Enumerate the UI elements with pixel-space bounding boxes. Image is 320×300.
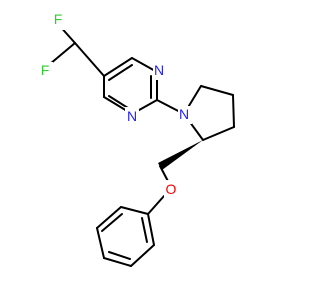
atom-f2: F [37, 62, 53, 80]
bond-ch2-ch2b [232, 94, 235, 128]
atom-f1: F [51, 11, 65, 30]
bond-c5-c6-double [108, 64, 133, 81]
atom-f2-label: F [41, 62, 50, 78]
bond-n3-c4-double [108, 95, 129, 109]
wedge-bond-chiral-ch2 [158, 140, 203, 170]
atom-n-pyrimidine-top: N [153, 62, 167, 80]
atom-f1-label: F [54, 11, 63, 27]
bond-c5-c6 [103, 57, 133, 77]
atom-n-pyrimidine-bottom: N [125, 107, 139, 125]
atom-o-ether-label: O [166, 181, 177, 197]
atom-n-pyrimidine-top-label: N [154, 62, 164, 78]
bond-ph-c4-c5-double [108, 251, 131, 260]
bond-ph-c3-c4 [96, 227, 105, 259]
bond-o-phenyl [147, 195, 165, 215]
atom-o-ether: O [164, 180, 178, 198]
atom-n-pyrrolidine-label: N [179, 106, 189, 122]
bond-f2-chf2 [49, 42, 76, 65]
bond-ph-c2-c3-double [101, 213, 123, 232]
bond-chf2-c5 [74, 42, 105, 77]
bond-ph-c2-c3 [96, 206, 122, 229]
bond-ph-c5-c6 [130, 244, 155, 267]
bond-ch2-ch2 [200, 85, 234, 96]
atom-n-pyrimidine-bottom-label: N [127, 108, 137, 124]
bond-ph-c4-c5 [103, 257, 132, 267]
atom-n-pyrrolidine: N [178, 106, 192, 124]
molecule-diagram: F F N N N O [37, 11, 235, 267]
bond-ph-c6-c1 [147, 213, 155, 246]
bond-c6-n1 [131, 57, 158, 73]
bond-ph-c1-c2 [120, 206, 149, 215]
bond-ch2-chiral [202, 126, 235, 141]
bond-ph-c6-c1-double [141, 217, 148, 243]
